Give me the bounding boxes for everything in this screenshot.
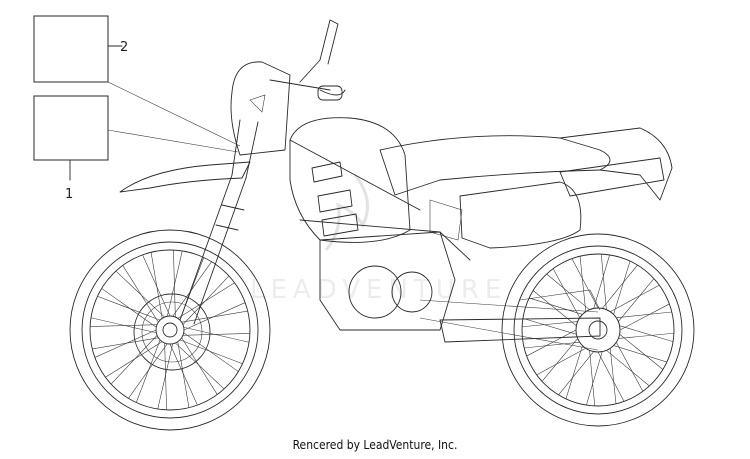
spoke <box>618 332 674 339</box>
spoke <box>619 303 670 331</box>
spoke <box>122 265 159 323</box>
side-panel <box>459 181 582 249</box>
spoke <box>619 325 674 342</box>
spoke <box>546 273 590 310</box>
spoke <box>593 254 610 309</box>
decal-box-2[interactable] <box>33 15 109 83</box>
spoke <box>613 261 631 315</box>
front-fender <box>119 161 251 193</box>
spoke <box>606 350 650 387</box>
spoke <box>115 270 165 318</box>
spoke <box>529 297 583 315</box>
spoke <box>142 254 171 317</box>
spoke <box>613 345 667 363</box>
spoke <box>616 311 672 319</box>
spoke <box>536 348 586 376</box>
front-wheel <box>69 229 271 431</box>
spoke <box>90 317 157 334</box>
spoke <box>175 342 225 390</box>
spoke <box>181 310 248 323</box>
handlebar <box>269 19 346 101</box>
svg-text:LEADVENTURE: LEADVENTURE <box>250 275 507 305</box>
spoke <box>571 258 599 309</box>
leader-line-1 <box>107 129 239 153</box>
spoke <box>526 329 577 357</box>
footer-credit: Rencered by LeadVenture, Inc. <box>292 438 458 452</box>
spoke <box>101 288 157 328</box>
spoke <box>524 341 580 349</box>
leader-line-2b <box>107 81 241 147</box>
spoke <box>105 341 163 378</box>
watermark: LEADVENTURE <box>250 174 507 305</box>
spoke <box>182 333 250 336</box>
spoke <box>522 321 578 328</box>
spoke <box>532 290 577 326</box>
spoke <box>97 295 161 321</box>
headlight-cowl <box>230 61 291 156</box>
spoke <box>619 334 664 370</box>
decal-box-1[interactable] <box>33 95 109 161</box>
spoke <box>94 329 157 358</box>
spoke <box>565 345 583 399</box>
spoke <box>90 324 158 327</box>
engine <box>319 199 463 331</box>
spoke <box>522 318 577 335</box>
spoke <box>183 302 246 331</box>
spoke <box>182 275 230 325</box>
spoke <box>616 342 644 392</box>
motorcycle-illustration <box>69 19 695 431</box>
spoke <box>558 351 594 396</box>
spoke <box>177 341 190 408</box>
seat <box>379 135 611 196</box>
rear-wheel <box>501 233 695 427</box>
exhaust <box>559 157 665 197</box>
spoke <box>602 264 638 309</box>
spoke <box>618 278 655 322</box>
callout-number-2: 2 <box>120 40 128 55</box>
front-fork <box>179 119 259 325</box>
wheel-spokes <box>90 250 674 410</box>
spoke <box>586 351 603 406</box>
spoke <box>579 256 587 312</box>
spoke <box>183 326 250 343</box>
spoke <box>597 351 625 402</box>
chain <box>419 299 599 351</box>
spoke <box>600 254 607 310</box>
spoke <box>177 282 235 319</box>
spoke <box>135 339 161 403</box>
fuel-tank <box>289 117 411 243</box>
spoke <box>166 250 183 317</box>
spoke <box>179 339 243 365</box>
spoke <box>172 261 212 317</box>
spoke <box>110 335 158 385</box>
swingarm <box>439 317 601 343</box>
spoke <box>610 284 660 312</box>
spoke <box>169 343 198 406</box>
spoke <box>157 343 174 410</box>
callout-number-1: 1 <box>65 187 73 202</box>
spoke <box>589 350 596 406</box>
spoke <box>128 343 168 399</box>
spoke <box>164 342 167 410</box>
spoke <box>181 337 218 395</box>
spoke <box>183 332 239 372</box>
spoke <box>173 250 176 318</box>
spoke <box>150 252 163 319</box>
rear-fender <box>559 127 673 201</box>
spoke <box>92 337 159 350</box>
spoke <box>609 348 617 404</box>
frame <box>289 139 471 261</box>
